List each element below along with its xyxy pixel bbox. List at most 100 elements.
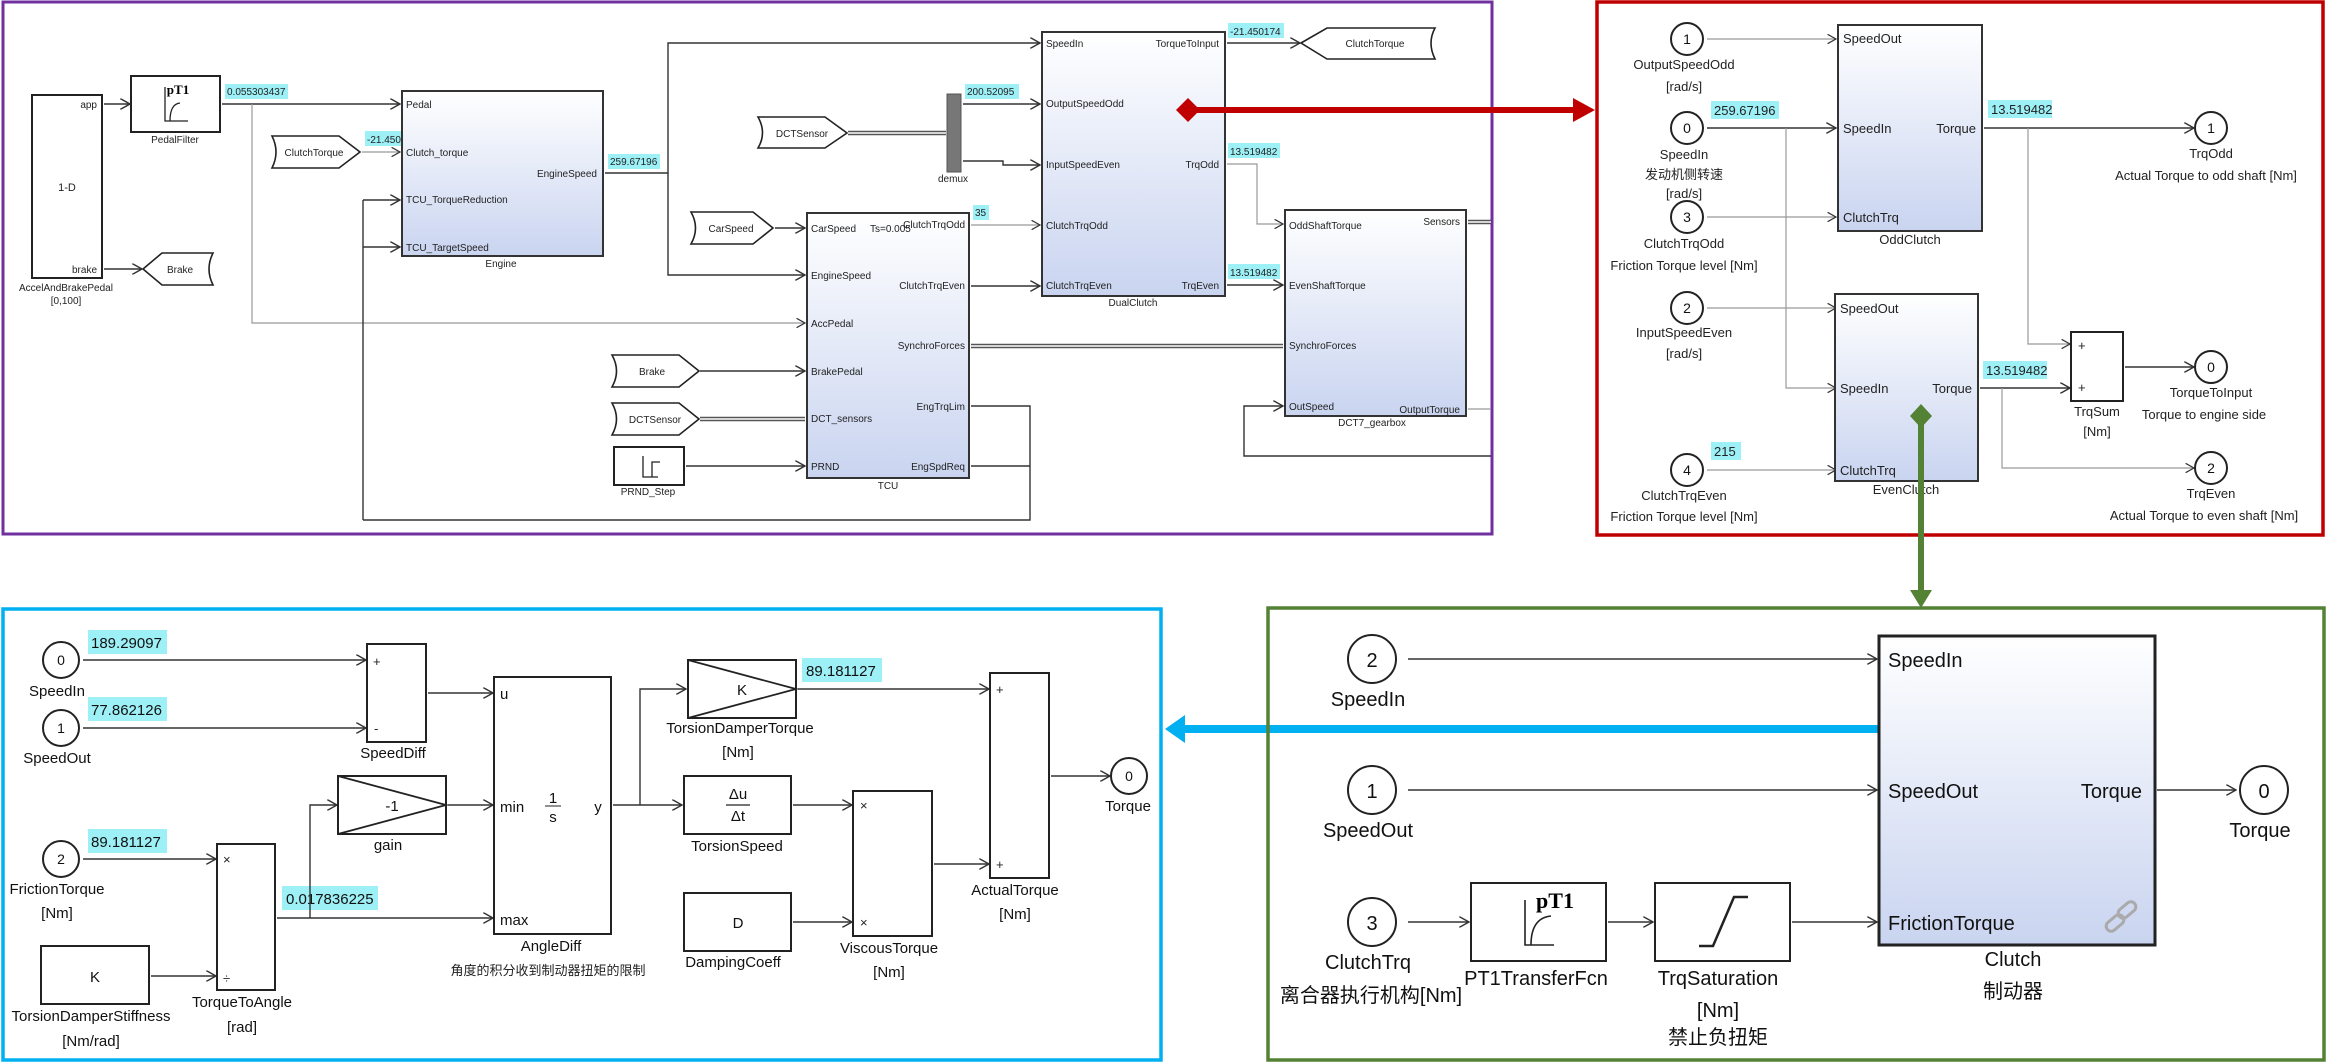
- block-name: Clutch: [1985, 949, 2042, 971]
- signal-line: [1243, 406, 1491, 457]
- dct-sensor-from-tag[interactable]: DCTSensor: [756, 116, 849, 149]
- block-name: TorsionSpeed: [691, 838, 783, 855]
- value-tag: [1988, 100, 2052, 118]
- signal-line: [667, 173, 805, 275]
- speed-diff-block[interactable]: + - SpeedDiff: [360, 643, 427, 762]
- port-prnd: PRND: [811, 462, 839, 473]
- port-name: SpeedIn: [1660, 147, 1708, 162]
- port-clutch-trq-even: ClutchTrqEven: [1046, 281, 1112, 292]
- trq-saturation-block[interactable]: TrqSaturation [Nm] 禁止负扭矩: [1654, 882, 1791, 1049]
- torque-to-angle-block[interactable]: × ÷ TorqueToAngle [rad]: [192, 843, 292, 1036]
- outport-trq-odd[interactable]: 1 TrqOdd Actual Torque to odd shaft [Nm]: [2115, 111, 2297, 183]
- port-torque: Torque: [1936, 121, 1976, 136]
- port-synchro-forces: SynchroForces: [1289, 341, 1356, 352]
- signal-value-engine-speed: 259.67196: [610, 157, 658, 168]
- gain-triangle-icon: [687, 659, 800, 719]
- torsion-damper-torque-gain-block[interactable]: K TorsionDamperTorque [Nm]: [666, 659, 814, 761]
- port-clutch-trq: ClutchTrq: [1843, 210, 1899, 225]
- value-tag: [1711, 101, 1779, 119]
- odd-clutch-subsystem[interactable]: SpeedOut SpeedIn ClutchTrq Torque OddClu…: [1837, 24, 1983, 247]
- torsion-speed-derivative-block[interactable]: Δu Δt TorsionSpeed: [683, 775, 792, 855]
- clutch-torque-goto-tag[interactable]: ClutchTorque: [1299, 27, 1437, 60]
- port-name: FrictionTorque: [9, 881, 104, 898]
- signal-value-damper-torque: 89.181127: [806, 663, 876, 680]
- port-name: SpeedIn: [29, 683, 85, 700]
- prnd-step-block[interactable]: PRND_Step: [613, 446, 685, 498]
- block-unit: [Nm]: [2083, 424, 2110, 439]
- actual-torque-sum-block[interactable]: + + ActualTorque [Nm]: [971, 672, 1059, 923]
- port-engine-speed: EngineSpeed: [811, 271, 871, 282]
- port-name: Torque: [1105, 798, 1151, 815]
- svg-text:0: 0: [57, 652, 65, 668]
- svg-text:0: 0: [1683, 120, 1691, 136]
- value-tag: [88, 630, 167, 654]
- sign-plus: +: [2078, 380, 2086, 395]
- dct7-gearbox-subsystem[interactable]: OddShaftTorque EvenShaftTorque SynchroFo…: [1284, 209, 1467, 429]
- inport-speed-in[interactable]: 0 SpeedIn: [29, 641, 85, 700]
- dct-sensor-from-tag-2[interactable]: DCTSensor: [610, 402, 701, 436]
- brake-goto-tag[interactable]: Brake: [141, 252, 215, 286]
- port-name: SpeedIn: [1331, 689, 1406, 711]
- signal-value-pedal: 0.055303437: [227, 87, 286, 98]
- gain-value: K: [737, 682, 747, 699]
- pt1-transfer-fcn-block[interactable]: pT1 PT1TransferFcn: [1464, 882, 1608, 990]
- svg-text:1: 1: [1366, 781, 1377, 803]
- clutch-torque-from-tag[interactable]: ClutchTorque: [270, 135, 362, 169]
- outport-trq-even[interactable]: 2 TrqEven Actual Torque to even shaft [N…: [2110, 451, 2298, 523]
- block-name: PRND_Step: [621, 487, 676, 498]
- port-dct-sensors: DCT_sensors: [811, 414, 872, 425]
- even-clutch-subsystem[interactable]: SpeedOut SpeedIn ClutchTrq Torque EvenCl…: [1834, 293, 1979, 497]
- inport-input-speed-even[interactable]: 2 InputSpeedEven [rad/s]: [1636, 291, 1732, 361]
- inport-clutch-trq[interactable]: 3 ClutchTrq 离合器执行机构[Nm]: [1280, 897, 1462, 1007]
- inport-speed-out[interactable]: 1 SpeedOut: [23, 709, 92, 767]
- demux-block[interactable]: demux: [938, 93, 968, 185]
- constant-value: D: [733, 915, 744, 932]
- port-clutch-torque: Clutch_torque: [406, 148, 469, 159]
- outport-torque[interactable]: 0 Torque: [1105, 757, 1151, 815]
- block-name: TCU: [878, 481, 899, 492]
- pedal-filter-block[interactable]: pT1 PedalFilter: [130, 75, 221, 146]
- clutch-library-subsystem[interactable]: SpeedIn SpeedOut FrictionTorque Torque C…: [1877, 634, 2157, 1003]
- inport-clutch-trq-even[interactable]: 4 ClutchTrqEven Friction Torque level [N…: [1610, 453, 1758, 524]
- signal-value-friction-torque: 89.181127: [91, 834, 161, 851]
- tcu-subsystem[interactable]: CarSpeed Ts=0.005 EngineSpeed AccPedal B…: [806, 212, 970, 492]
- dual-clutch-subsystem[interactable]: SpeedIn OutputSpeedOdd InputSpeedEven Cl…: [1041, 31, 1226, 309]
- accel-brake-pedal-lut-block[interactable]: 1-D app brake AccelAndBrakePedal [0,100]: [19, 94, 113, 307]
- derivative-denominator: Δt: [731, 808, 746, 825]
- inport-output-speed-odd[interactable]: 1 OutputSpeedOdd [rad/s]: [1633, 22, 1735, 94]
- signal-value-trq-even: 13.519482: [1230, 268, 1278, 279]
- block-unit: [rad]: [227, 1019, 257, 1036]
- car-speed-from-tag[interactable]: CarSpeed: [689, 211, 775, 245]
- svg-text:2: 2: [1683, 300, 1691, 316]
- brake-from-tag[interactable]: Brake: [610, 354, 701, 388]
- saturation-icon: [1699, 895, 1748, 948]
- inport-speed-in[interactable]: 0 SpeedIn 发动机侧转速 [rad/s]: [1645, 111, 1723, 201]
- from-label: ClutchTorque: [285, 148, 344, 159]
- engine-subsystem[interactable]: Pedal Clutch_torque TCU_TorqueReduction …: [401, 90, 604, 270]
- viscous-torque-product-block[interactable]: × × ViscousTorque [Nm]: [840, 790, 938, 981]
- gain-block[interactable]: -1 gain: [337, 775, 450, 854]
- trq-sum-block[interactable]: + + TrqSum [Nm]: [2070, 331, 2124, 439]
- port-name: ClutchTrqEven: [1641, 488, 1727, 503]
- inport-clutch-trq-odd[interactable]: 3 ClutchTrqOdd Friction Torque level [Nm…: [1610, 200, 1758, 273]
- value-tag: [1228, 143, 1280, 158]
- port-desc: 发动机侧转速: [1645, 167, 1723, 182]
- value-tag: [88, 697, 167, 721]
- torsion-damper-stiffness-block[interactable]: K TorsionDamperStiffness [Nm/rad]: [12, 945, 171, 1050]
- port-name: InputSpeedEven: [1636, 325, 1732, 340]
- block-name: ViscousTorque: [840, 940, 938, 957]
- angle-diff-integrator-block[interactable]: u min max 1 s y AngleDiff 角度的积分收到制动器扭矩的限…: [450, 676, 646, 978]
- outport-torque[interactable]: 0 Torque: [2229, 765, 2291, 842]
- block-name: Engine: [485, 259, 517, 270]
- outport-torque-to-input[interactable]: 0 TorqueToInput Torque to engine side: [2142, 350, 2266, 422]
- port-torque: Torque: [1932, 381, 1972, 396]
- integrator-denominator: s: [549, 809, 557, 826]
- block-name: TorsionDamperTorque: [666, 720, 814, 737]
- inport-speed-in[interactable]: 2 SpeedIn: [1331, 634, 1406, 711]
- port-synchro-forces: SynchroForces: [898, 341, 965, 352]
- inport-speed-out[interactable]: 1 SpeedOut: [1323, 765, 1414, 842]
- damping-coeff-block[interactable]: D DampingCoeff: [683, 892, 792, 971]
- port-acc-pedal: AccPedal: [811, 319, 853, 330]
- inport-friction-torque[interactable]: 2 FrictionTorque [Nm]: [9, 840, 105, 922]
- port-desc: [rad/s]: [1666, 346, 1702, 361]
